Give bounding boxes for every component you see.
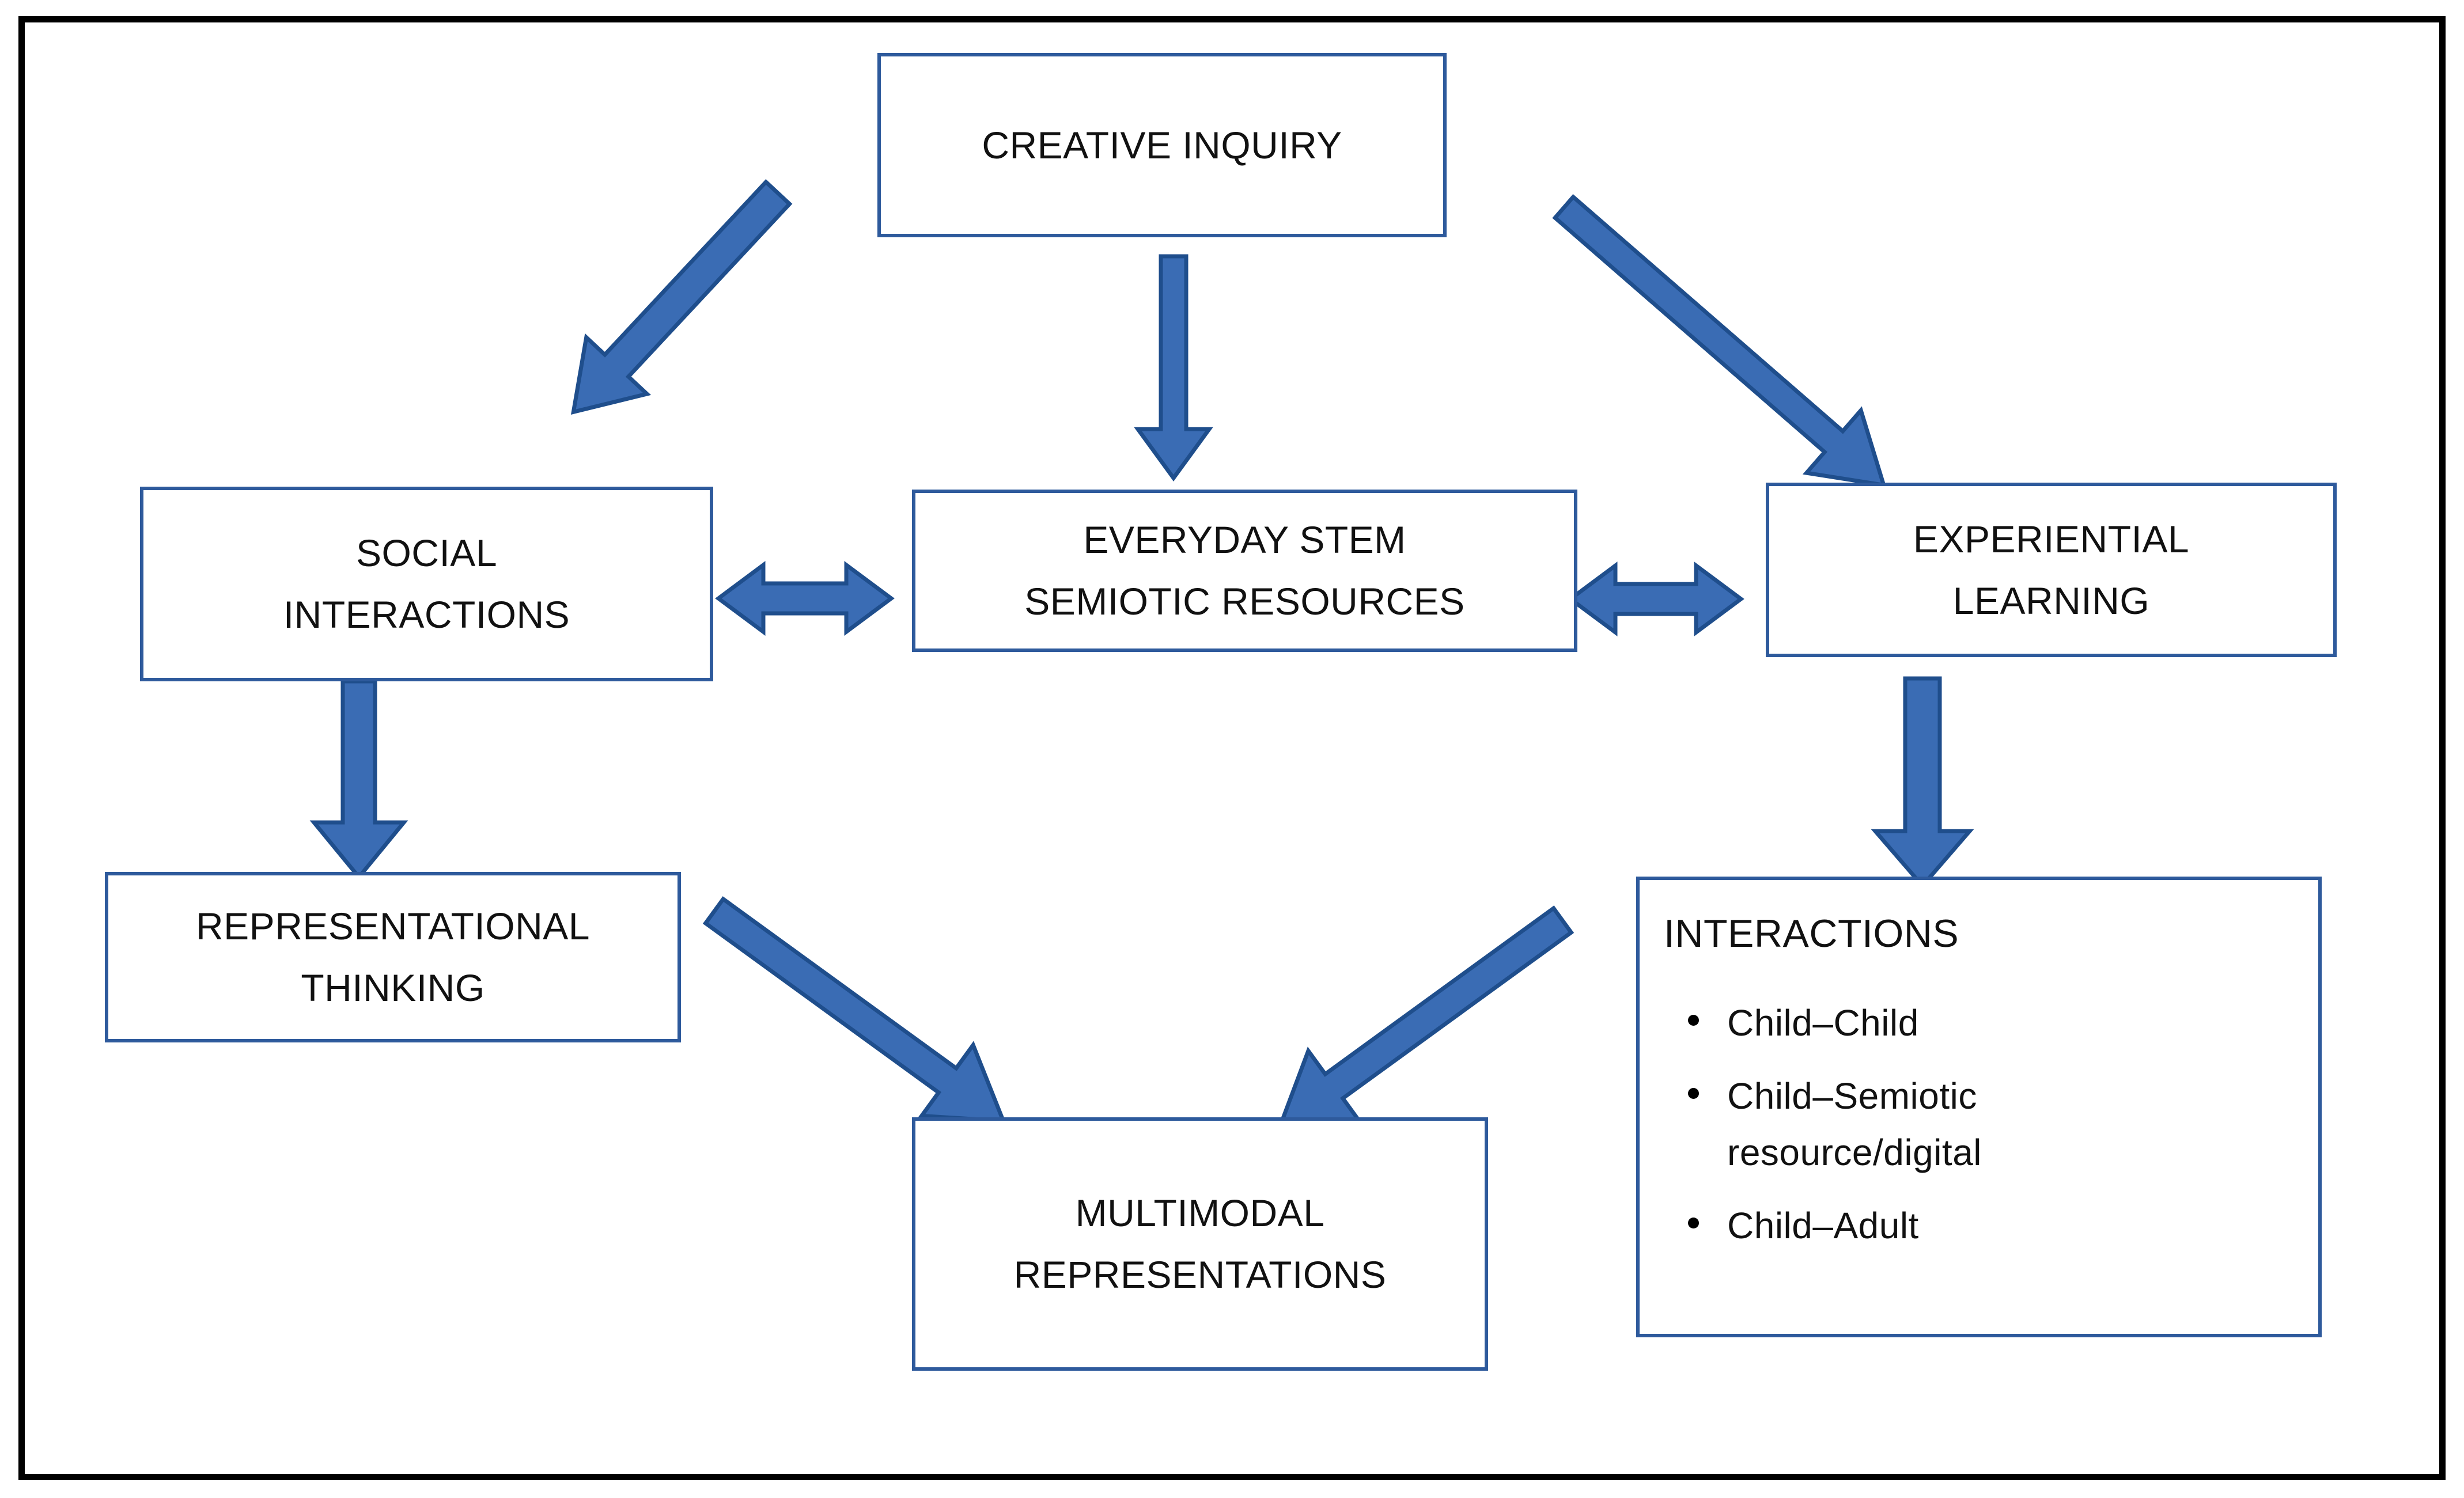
node-social-interactions-line1: SOCIAL [355, 532, 498, 575]
node-experiential-learning-line1: EXPERIENTIAL [1913, 517, 2190, 560]
node-social-interactions[interactable]: SOCIAL INTERACTIONS [140, 487, 713, 681]
node-everyday-stem-line2: SEMIOTIC RESOURCES [1024, 580, 1465, 623]
node-creative-inquiry[interactable]: CREATIVE INQUIRY [877, 53, 1447, 237]
list-item: Child–Adult [1688, 1198, 2107, 1254]
node-social-interactions-line2: INTERACTIONS [283, 593, 570, 636]
node-representational-thinking[interactable]: REPRESENTATIONAL THINKING [105, 872, 681, 1042]
node-experiential-learning-line2: LEARNING [1952, 579, 2150, 622]
node-experiential-learning[interactable]: EXPERIENTIAL LEARNING [1766, 483, 2337, 657]
node-representational-thinking-line1: REPRESENTATIONAL [195, 905, 591, 948]
node-everyday-stem-line1: EVERYDAY STEM [1083, 518, 1406, 562]
list-item: Child–Semiotic resource/digital [1688, 1068, 2107, 1181]
node-everyday-stem[interactable]: EVERYDAY STEM SEMIOTIC RESOURCES [912, 490, 1577, 652]
node-interactions[interactable]: INTERACTIONS Child–Child Child–Semiotic … [1636, 877, 2322, 1337]
node-representational-thinking-line2: THINKING [301, 966, 485, 1009]
node-interactions-title: INTERACTIONS [1664, 912, 1959, 955]
node-multimodal-representations[interactable]: MULTIMODAL REPRESENTATIONS [912, 1117, 1488, 1371]
node-creative-inquiry-label: CREATIVE INQUIRY [982, 123, 1342, 166]
node-multimodal-representations-line1: MULTIMODAL [1075, 1192, 1325, 1235]
interactions-bullet-list: Child–Child Child–Semiotic resource/digi… [1664, 995, 2107, 1271]
list-item: Child–Child [1688, 995, 2107, 1051]
node-multimodal-representations-line2: REPRESENTATIONS [1013, 1253, 1387, 1296]
